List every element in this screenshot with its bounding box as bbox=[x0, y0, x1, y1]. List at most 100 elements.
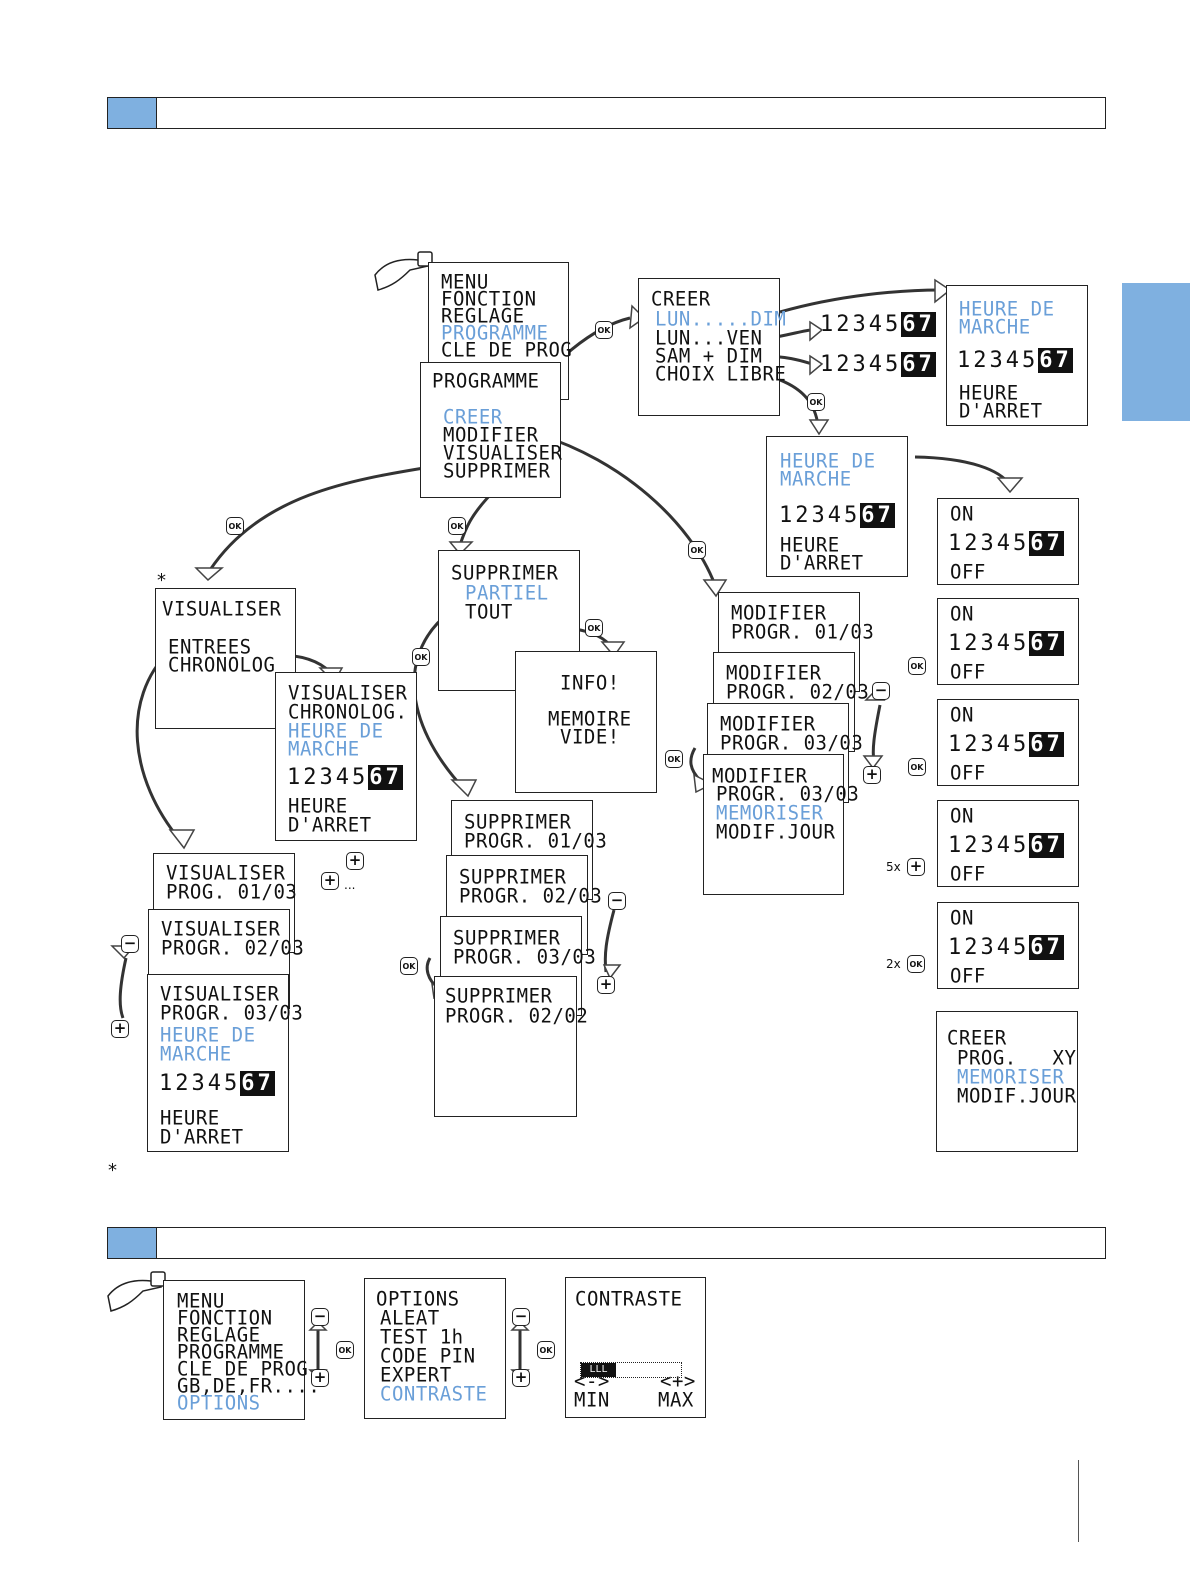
screen-line: INFO! bbox=[560, 671, 620, 695]
days-display: 1234567 bbox=[948, 833, 1064, 858]
ok-button-icon: OK bbox=[908, 657, 926, 675]
screen-modifier-prog-3: MODIFIER PROGR. 03/03 bbox=[707, 703, 863, 803]
screen-creer-final: CREER PROG. XY MEMORISER MODIF.JOUR bbox=[936, 1011, 1078, 1152]
menu-item: CODE PIN bbox=[380, 1344, 476, 1368]
arrowhead bbox=[862, 755, 884, 770]
arrow-heure-to-on bbox=[914, 455, 1012, 486]
arrowhead bbox=[809, 354, 824, 376]
screen-line: MODIFIER bbox=[726, 661, 822, 685]
minus-button-icon: − bbox=[872, 682, 890, 700]
screen-line: HEURE bbox=[160, 1106, 220, 1130]
on-label: ON bbox=[950, 906, 974, 930]
menu-item: CHOIX LIBRE bbox=[655, 362, 787, 386]
ok-button-icon: OK bbox=[585, 619, 603, 637]
arrowhead bbox=[450, 779, 478, 798]
screen-line: PROGR. 03/03 bbox=[720, 731, 864, 755]
ok-button-icon: OK bbox=[807, 393, 825, 411]
screen-line: MODIFIER bbox=[731, 601, 827, 625]
ok-button-icon: OK bbox=[908, 758, 926, 776]
screen-options: OPTIONS ALEAT TEST 1h CODE PIN EXPERT CO… bbox=[364, 1278, 506, 1419]
plus-button-icon: + bbox=[907, 858, 925, 876]
section-header-2 bbox=[107, 1227, 1106, 1259]
plus-button-icon: + bbox=[311, 1369, 329, 1387]
menu-line: FONCTION bbox=[177, 1306, 273, 1330]
screen-title: VISUALISER bbox=[162, 597, 282, 621]
ok-button-icon: OK bbox=[537, 1341, 555, 1359]
screen-line: HEURE DE bbox=[780, 449, 876, 473]
screen-creer: CREER LUN.....DIM LUN...VEN SAM + DIM CH… bbox=[638, 278, 786, 416]
screen-line: VIDE! bbox=[560, 725, 620, 749]
screen-line: SUPPRIMER bbox=[453, 926, 561, 950]
screen-line: SUPPRIMER bbox=[464, 810, 572, 834]
arrowhead bbox=[808, 419, 830, 436]
hand-press-icon bbox=[374, 251, 433, 291]
menu-item-selected: CONTRASTE bbox=[380, 1382, 488, 1406]
plus-button-icon: + bbox=[863, 766, 881, 784]
screen-on-off-1: ON 1234567 OFF bbox=[937, 498, 1079, 585]
ok-button-icon: OK bbox=[400, 957, 418, 975]
menu-item: SAM + DIM bbox=[655, 344, 763, 368]
on-label: ON bbox=[950, 703, 974, 727]
ok-button-icon: OK bbox=[412, 648, 430, 666]
screen-line: HEURE DE bbox=[160, 1023, 256, 1047]
days-display: 1234567 bbox=[948, 732, 1064, 757]
arrowhead bbox=[448, 541, 474, 556]
footnote-marker: * bbox=[157, 570, 166, 591]
repeat-count: 5x bbox=[886, 860, 901, 874]
screen-line: MODIF.JOUR bbox=[957, 1084, 1077, 1108]
menu-item-selected: LUN.....DIM bbox=[655, 307, 787, 331]
screen-title: CREER bbox=[651, 287, 711, 311]
menu-line: REGLAGE bbox=[441, 304, 525, 328]
days-display: 1234567 bbox=[957, 348, 1073, 373]
days-display: 1234567 bbox=[948, 935, 1064, 960]
menu-item: LUN...VEN bbox=[655, 326, 763, 350]
menu-item: SUPPRIMER bbox=[443, 459, 551, 483]
arrowhead bbox=[168, 829, 196, 850]
screen-line: MODIFIER bbox=[712, 764, 808, 788]
arrow-plusminus-modif bbox=[871, 704, 882, 763]
section-header-1 bbox=[107, 97, 1106, 129]
screen-line: HEURE DE bbox=[959, 297, 1055, 321]
plus-button-icon: + bbox=[512, 1369, 530, 1387]
screen-line: PROG. 01/03 bbox=[166, 880, 298, 904]
screen-line: D'ARRET bbox=[780, 551, 864, 575]
screen-line: MARCHE bbox=[780, 467, 852, 491]
screen-line: VISUALISER bbox=[161, 917, 281, 941]
screen-programme: PROGRAMME CREER MODIFIER VISUALISER SUPP… bbox=[420, 362, 563, 498]
screen-line: PROGR. 03/03 bbox=[453, 945, 597, 969]
screen-line: PROGR. 01/03 bbox=[464, 829, 608, 853]
menu-item: VISUALISER bbox=[443, 441, 563, 465]
screen-supprimer-prog-final: SUPPRIMER PROGR. 02/02 bbox=[434, 976, 588, 1117]
screen-line: HEURE DE bbox=[288, 719, 384, 743]
arrowhead bbox=[308, 1320, 328, 1331]
screen-line: MARCHE bbox=[959, 315, 1031, 339]
arrow-modifier-to-modifier-prog bbox=[539, 433, 717, 586]
minus-button-icon: − bbox=[311, 1308, 329, 1326]
menu-item: EXPERT bbox=[380, 1363, 452, 1387]
contrast-max: MAX bbox=[658, 1388, 694, 1412]
screen-line-selected: MEMORISER bbox=[716, 801, 824, 825]
screen-line: VISUALISER bbox=[288, 681, 408, 705]
screen-line: D'ARRET bbox=[959, 399, 1043, 423]
arrow-entrees-to-visu-prog bbox=[135, 648, 182, 841]
screen-menu-options: MENU FONCTION REGLAGE PROGRAMME CLE DE P… bbox=[163, 1280, 320, 1420]
menu-item: ALEAT bbox=[380, 1306, 440, 1330]
arrowhead bbox=[602, 964, 622, 980]
arrowhead bbox=[194, 567, 225, 582]
screen-line: PROG. XY bbox=[957, 1046, 1077, 1070]
side-thumb-tab bbox=[1122, 283, 1190, 421]
ok-button-icon: OK bbox=[688, 541, 706, 559]
arrow-lundim-to-heure bbox=[779, 288, 941, 314]
days-display: 1234567 bbox=[948, 531, 1064, 556]
arrowhead bbox=[996, 477, 1024, 494]
screen-title: OPTIONS bbox=[376, 1287, 460, 1311]
screen-line: SUPPRIMER bbox=[445, 984, 553, 1008]
screen-on-off-3: ON 1234567 OFF bbox=[937, 699, 1079, 786]
menu-item: TOUT bbox=[465, 600, 513, 624]
menu-line: CLE DE PROG bbox=[441, 338, 573, 362]
menu-line: MENU bbox=[177, 1289, 225, 1313]
ok-button-icon: OK bbox=[907, 955, 925, 973]
screen-line: HEURE bbox=[959, 381, 1019, 405]
screen-title: CONTRASTE bbox=[575, 1287, 683, 1311]
